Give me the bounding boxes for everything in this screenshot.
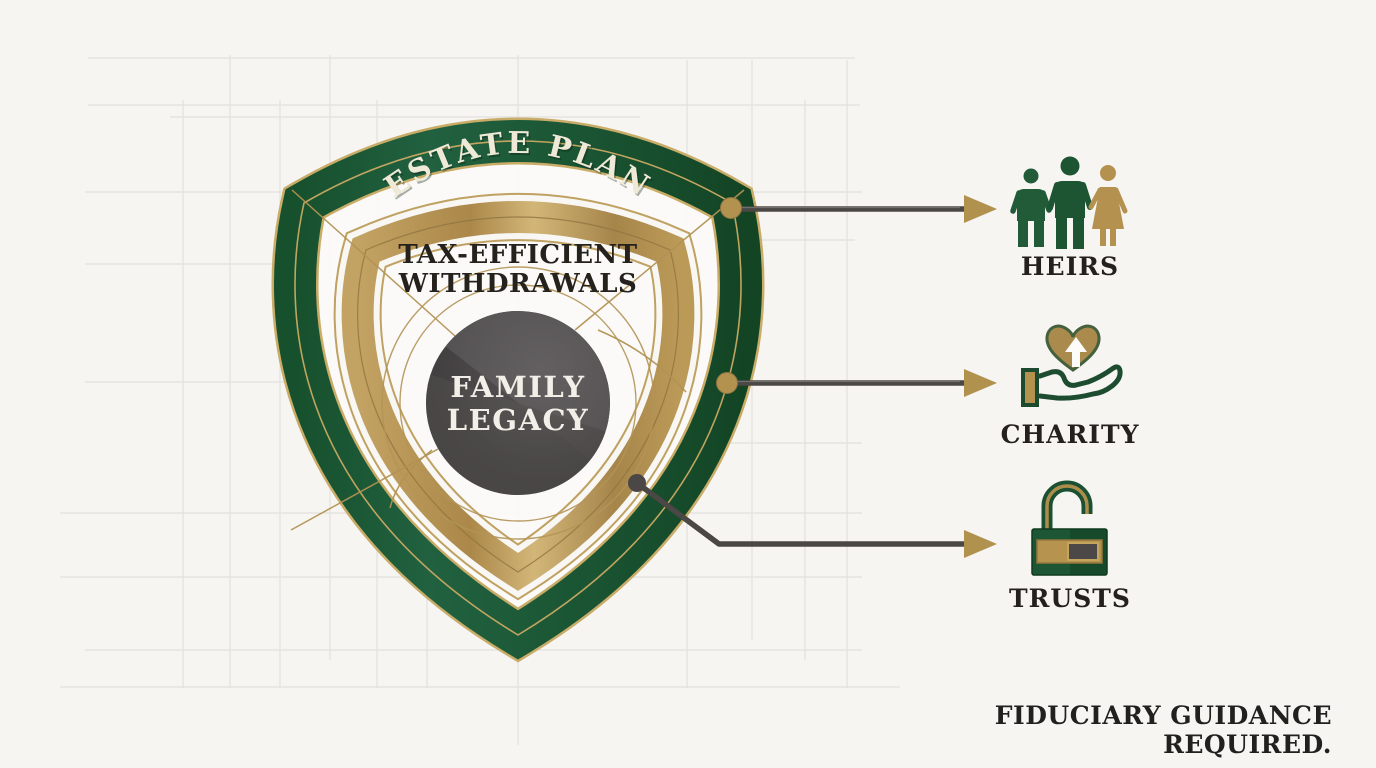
footnote-disclaimer: FIDUCIARY GUIDANCE REQUIRED.	[994, 701, 1332, 759]
arrow-connector-heirs	[720, 195, 997, 223]
callout-label-trusts: TRUSTS	[1009, 584, 1131, 613]
shield: ESTATE PLAN ESTATE PLAN TAX-EFFICIENT WI…	[271, 117, 765, 663]
core-label-line1: FAMILY	[450, 370, 585, 404]
gray-node-dot	[628, 474, 646, 492]
up-arrow	[1065, 337, 1087, 367]
green-band	[271, 117, 765, 663]
callout-label-heirs: HEIRS	[1020, 252, 1120, 281]
gold-node-dot	[716, 372, 738, 394]
gold-arrowhead	[964, 195, 997, 223]
callout-label-charity: CHARITY	[1000, 420, 1140, 449]
open-padlock-icon	[1031, 480, 1108, 576]
core-label-line2: LEGACY	[447, 403, 590, 437]
mid-label-line2: WITHDRAWALS	[398, 269, 638, 299]
gold-arrowhead	[964, 530, 997, 558]
arrow-connector-charity	[716, 369, 997, 397]
mid-label-line1: TAX-EFFICIENT	[398, 240, 637, 270]
giving-hand-heart-icon	[1021, 324, 1123, 407]
open-hand	[1037, 364, 1123, 401]
lock-keyhole-window	[1067, 542, 1099, 561]
gold-band	[333, 193, 703, 601]
arrow-connector-trusts	[628, 474, 997, 558]
core-rings	[381, 266, 655, 540]
gold-construction-lines	[290, 189, 745, 531]
hand-cuff	[1021, 368, 1039, 407]
family-heirs-icon	[1010, 156, 1128, 249]
core-disc	[426, 311, 610, 495]
gold-node-dot	[720, 197, 742, 219]
gold-arrowhead	[964, 369, 997, 397]
